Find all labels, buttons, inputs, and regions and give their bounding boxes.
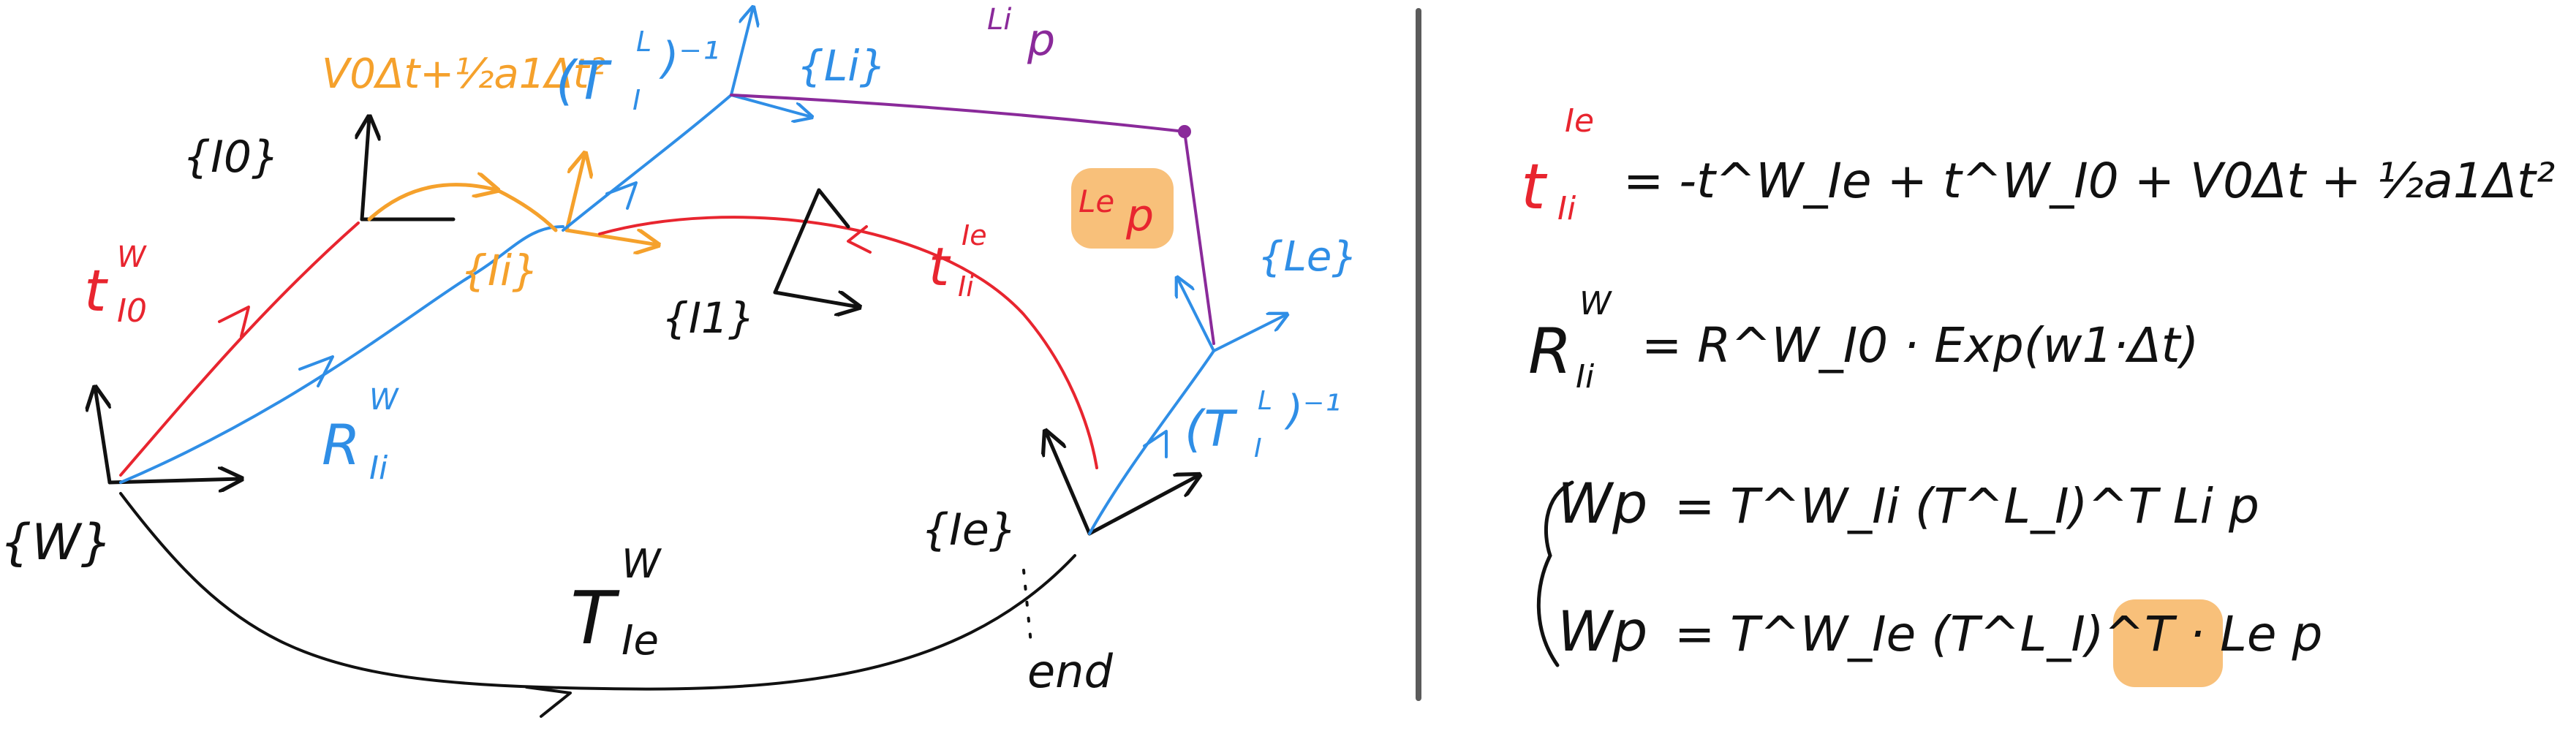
svg-text:Ii: Ii (1557, 190, 1576, 227)
svg-text:(T: (T (556, 50, 612, 111)
translation-ie-ii-curve (598, 216, 1098, 469)
equations-panel: t Ie Ii = -t^W_Ie + t^W_I0 + V0Δt + ½a1Δ… (1521, 102, 2555, 667)
transform-w-to-ie-tick (525, 686, 572, 718)
svg-text:R: R (1528, 315, 1572, 388)
translation-w-i0-curve (119, 221, 360, 477)
label-motion-term: V0Δt+½a1Δt² (322, 50, 605, 98)
rotation-w-ii-curve (119, 225, 564, 484)
equation-4: Wp = T^W_Ie (T^L_I)^T · Le p (1557, 599, 2322, 664)
svg-text:t: t (929, 236, 951, 298)
lidar-point-lines (730, 94, 1215, 345)
svg-text:)⁻¹: )⁻¹ (659, 33, 719, 84)
svg-text:Wp: Wp (1557, 471, 1647, 536)
frame-li-label: {Li} (797, 41, 886, 91)
svg-text:I0: I0 (117, 292, 147, 330)
ie-to-le-transform (1088, 278, 1287, 535)
label-li-p: Li p (987, 3, 1055, 66)
rotation-w-ii-arrow (298, 355, 334, 387)
svg-text:L: L (1258, 386, 1272, 416)
svg-text:Ii: Ii (958, 270, 974, 303)
svg-text:)⁻¹: )⁻¹ (1284, 387, 1341, 434)
equation-3-rhs: = T^W_Ii (T^L_I)^T Li p (1674, 478, 2259, 534)
ii-to-li-transform (562, 7, 812, 232)
equation-2-rhs: = R^W_I0 · Exp(w1·Δt) (1642, 317, 2199, 374)
equation-4-rhs: = T^W_Ie (T^L_I)^T · Le p (1674, 606, 2322, 662)
svg-text:Ii: Ii (369, 450, 388, 487)
equation-1: t Ie Ii = -t^W_Ie + t^W_I0 + V0Δt + ½a1Δ… (1521, 102, 2555, 227)
label-t-w-i0: t W I0 (84, 240, 147, 330)
svg-text:Ii: Ii (1576, 358, 1595, 395)
frame-ii-label: {Ii} (461, 246, 539, 295)
svg-text:t: t (84, 259, 108, 325)
le-p-highlight (1071, 168, 1174, 249)
svg-text:R: R (322, 412, 360, 477)
svg-text:Ie: Ie (622, 617, 659, 664)
end-dotted-line (1022, 569, 1032, 645)
label-end: end (1027, 645, 1113, 698)
system-brace (1536, 480, 1574, 667)
i0-frame-axes (362, 117, 456, 221)
svg-text:W: W (1579, 285, 1612, 322)
frame-ie-label: {Ie} (921, 504, 1017, 556)
world-frame-axes (95, 387, 241, 482)
svg-text:t: t (1521, 151, 1548, 224)
svg-text:(T: (T (1185, 401, 1238, 458)
frame-world-label: {W} (0, 514, 113, 572)
le-p-eq-highlight (2113, 599, 2223, 687)
label-le-p: Le p (1079, 183, 1154, 241)
label-t-ie-ii: t Ie Ii (929, 219, 987, 303)
label-r-w-ii: R W Ii (322, 383, 399, 487)
transform-w-to-ie-curve (119, 492, 1076, 691)
diagram-panel (95, 7, 1287, 718)
svg-text:W: W (117, 240, 147, 274)
svg-text:p: p (1125, 190, 1154, 241)
equation-2: R W Ii = R^W_I0 · Exp(w1·Δt) (1528, 285, 2199, 395)
svg-text:Le: Le (1079, 183, 1114, 219)
svg-text:L: L (636, 26, 651, 58)
frame-le-label: {Le} (1258, 233, 1358, 281)
label-t-w-ie: T W Ie (570, 541, 662, 664)
svg-text:p: p (1027, 15, 1055, 66)
svg-text:I: I (1254, 433, 1262, 463)
equation-3: Wp = T^W_Ii (T^L_I)^T Li p (1557, 471, 2259, 536)
svg-text:Ie: Ie (962, 219, 987, 251)
svg-text:T: T (570, 575, 620, 661)
frame-i0-label: {I0} (183, 132, 279, 183)
svg-text:Li: Li (987, 3, 1011, 37)
i1-frame-axes (773, 188, 859, 307)
label-t-l-i-inv-right: (T L I )⁻¹ (1185, 386, 1341, 463)
svg-text:Wp: Wp (1557, 599, 1647, 664)
ie-frame-axes (1046, 431, 1199, 536)
label-t-l-i-inv-top: (T L I )⁻¹ (556, 26, 719, 116)
equation-1-rhs: = -t^W_Ie + t^W_I0 + V0Δt + ½a1Δt² (1623, 153, 2555, 209)
svg-text:I: I (632, 84, 641, 116)
translation-ie-ii-arrow (847, 225, 872, 254)
translation-w-i0-arrow (218, 306, 250, 338)
svg-text:W: W (622, 541, 662, 587)
orange-motion-axes (367, 154, 658, 245)
svg-text:W: W (369, 383, 399, 417)
svg-text:Ie: Ie (1565, 102, 1594, 140)
frame-i1-label: {I1} (662, 293, 755, 343)
